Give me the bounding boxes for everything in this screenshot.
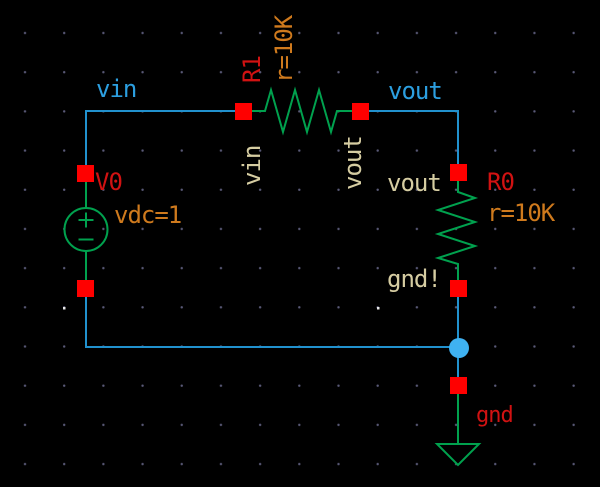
terminal-label-r0-vout[interactable]: vout [387, 169, 442, 197]
property-label-r1-r[interactable]: r=10K [270, 15, 298, 83]
wire-net-vout[interactable] [360, 110, 459, 172]
wire-bottom-return[interactable] [85, 288, 459, 348]
pin-r1-left[interactable] [235, 103, 252, 120]
net-label-vin[interactable]: vin [96, 75, 137, 103]
pins [77, 103, 467, 394]
grid-marker-dot [63, 307, 66, 310]
pin-r0-top[interactable] [450, 164, 467, 181]
wire-net-vin[interactable] [85, 110, 244, 173]
wires [85, 110, 459, 386]
resistor-r1-body[interactable] [252, 86, 352, 136]
ground-label[interactable]: gnd [476, 403, 514, 428]
plus-sign-icon [78, 212, 94, 228]
devices [63, 86, 482, 467]
terminal-label-r0-gnd[interactable]: gnd! [387, 265, 442, 293]
pin-v0-plus[interactable] [77, 165, 94, 182]
resistor-r0-body[interactable] [434, 180, 479, 280]
grid-major-dots [63, 307, 380, 310]
grid-marker-dot [377, 307, 380, 310]
pin-v0-minus[interactable] [77, 280, 94, 297]
wire-junction-dot[interactable] [449, 338, 469, 358]
pin-r0-bottom[interactable] [450, 280, 467, 297]
property-label-r0-r[interactable]: r=10K [487, 199, 555, 227]
property-label-v0-vdc[interactable]: vdc=1 [114, 201, 182, 229]
terminal-label-r1-vin[interactable]: vin [238, 145, 266, 186]
ground-symbol[interactable] [434, 443, 482, 467]
net-label-vout[interactable]: vout [388, 77, 443, 105]
terminal-label-r1-vout[interactable]: vout [339, 136, 367, 190]
instance-label-r0[interactable]: R0 [487, 168, 515, 196]
pin-ground[interactable] [450, 377, 467, 394]
instance-label-r1[interactable]: R1 [238, 56, 266, 83]
pin-r1-right[interactable] [352, 103, 369, 120]
instance-label-v0[interactable]: V0 [95, 168, 123, 196]
